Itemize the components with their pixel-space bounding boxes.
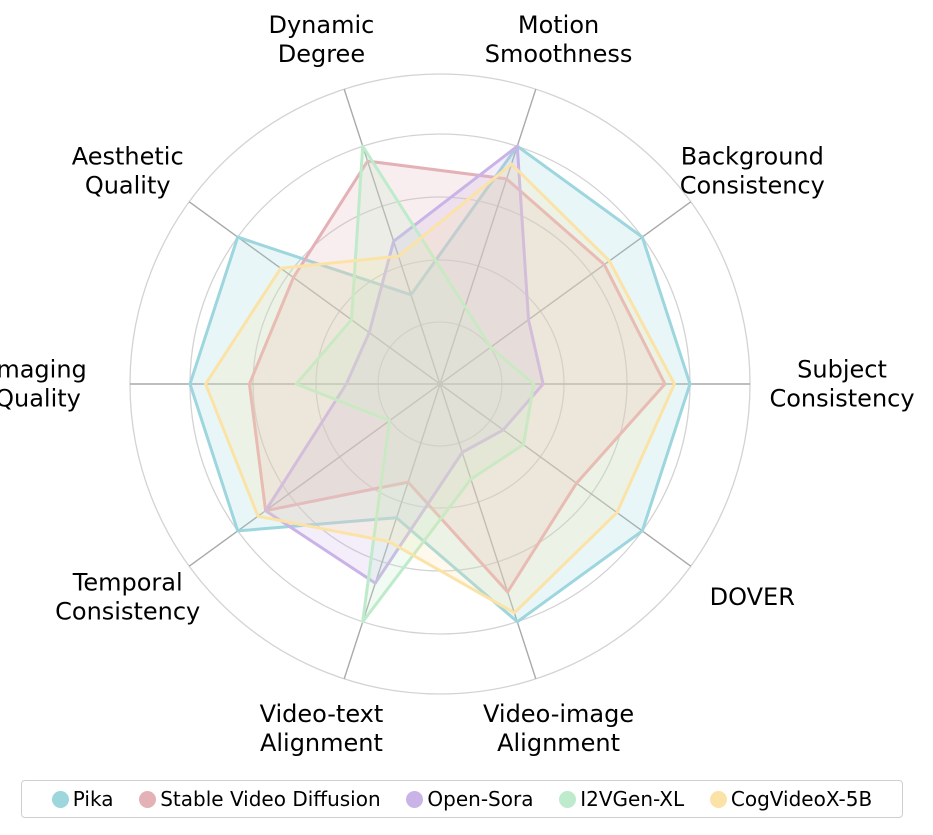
axis-label: DOVER xyxy=(710,583,795,611)
axis-label-line: Consistency xyxy=(769,385,914,413)
series-i2vgen-xl xyxy=(294,144,536,624)
axis-label-line: Alignment xyxy=(260,729,383,757)
axis-label-line: Motion xyxy=(518,11,599,39)
axis-label-line: Background xyxy=(681,143,824,171)
legend-item-cogvideox-5b: CogVideoX-5B xyxy=(709,787,873,811)
legend-swatch xyxy=(51,790,69,808)
axis-label-line: Smoothness xyxy=(485,40,633,68)
legend-swatch xyxy=(709,790,727,808)
legend-swatch xyxy=(139,790,157,808)
axis-label-line: Temporal xyxy=(72,568,183,596)
axis-label-line: Degree xyxy=(278,40,365,68)
spoke-line xyxy=(439,383,537,680)
axis-label-line: Video-image xyxy=(483,700,634,728)
axis-label-line: Subject xyxy=(797,356,887,384)
legend-item-i2vgen-xl: I2VGen-XL xyxy=(559,787,684,811)
axis-label-line: Consistency xyxy=(55,597,200,625)
spoke-line xyxy=(188,201,441,385)
legend: Pika Stable Video Diffusion Open-Sora I2… xyxy=(21,780,903,818)
spoke-line xyxy=(343,88,441,385)
axis-label-line: Consistency xyxy=(680,172,825,200)
legend-item-open-sora: Open-Sora xyxy=(406,787,533,811)
axis-label-line: Video-text xyxy=(260,700,384,728)
legend-swatch xyxy=(559,790,577,808)
axis-label-line: Imaging xyxy=(0,356,87,384)
legend-label: Pika xyxy=(72,787,114,811)
spoke-line xyxy=(439,383,692,567)
axis-label-line: Aesthetic xyxy=(72,143,184,171)
axis-label-line: Quality xyxy=(0,385,81,413)
series-layer xyxy=(188,144,692,624)
series-open-sora xyxy=(264,144,545,585)
axis-label-line: Dynamic xyxy=(269,11,375,39)
axis-label-line: Quality xyxy=(85,172,171,200)
axis-label: ImagingQuality xyxy=(0,356,87,413)
legend-label: Stable Video Diffusion xyxy=(160,787,381,811)
axis-label-line: Alignment xyxy=(497,729,620,757)
legend-item-stable-video-diffusion: Stable Video Diffusion xyxy=(139,787,381,811)
legend-label: I2VGen-XL xyxy=(580,787,685,811)
spoke-line xyxy=(439,201,692,385)
legend-label: CogVideoX-5B xyxy=(730,787,873,811)
legend-swatch xyxy=(406,790,424,808)
legend-label: Open-Sora xyxy=(427,787,534,811)
legend-item-pika: Pika xyxy=(51,787,114,811)
series-cogvideox-5b xyxy=(204,162,676,615)
spoke-line xyxy=(439,88,537,385)
spoke-line xyxy=(188,383,441,567)
spoke-line xyxy=(343,383,441,680)
axis-label-line: DOVER xyxy=(710,583,795,611)
